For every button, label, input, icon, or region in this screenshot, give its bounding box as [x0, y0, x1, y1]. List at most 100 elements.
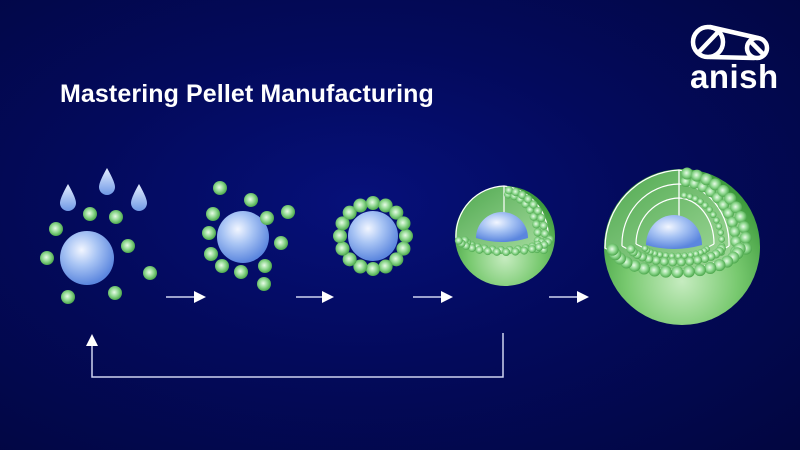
powder-particle: [704, 261, 717, 274]
powder-particle: [709, 211, 717, 219]
powder-particle: [700, 173, 713, 186]
powder-particle: [511, 187, 520, 197]
stage-3-layer: [333, 196, 413, 276]
powder-particle: [529, 200, 538, 209]
powder-particle: [701, 202, 709, 209]
powder-particle: [396, 241, 411, 256]
powder-particle: [454, 236, 463, 245]
powder-particle: [61, 290, 75, 304]
powder-particle: [399, 229, 413, 243]
powder-particle: [537, 213, 546, 223]
powder-particle: [202, 226, 216, 240]
powder-particle: [729, 226, 741, 238]
powder-particle: [378, 198, 393, 213]
powder-particle: [258, 259, 272, 273]
powder-particle: [342, 205, 357, 220]
powder-particle: [693, 264, 706, 277]
powder-particle: [260, 211, 274, 225]
powder-particle: [687, 251, 694, 259]
powder-particle: [737, 221, 750, 234]
powder-particle: [681, 252, 688, 259]
recycle-loop-arrow: [86, 333, 504, 378]
droplet-icon: [99, 168, 115, 195]
powder-particle: [676, 257, 686, 267]
powder-particle: [534, 243, 543, 252]
powder-particle: [342, 252, 357, 267]
powder-particle: [726, 216, 738, 228]
powder-particle: [668, 257, 678, 267]
powder-particle: [244, 193, 258, 207]
powder-particle: [215, 259, 229, 273]
powder-particle: [40, 251, 54, 265]
powder-particle: [730, 201, 743, 214]
powder-particle: [396, 216, 411, 231]
stage-2-adhesion: [202, 181, 295, 291]
powder-particle: [539, 221, 548, 230]
powder-particle: [468, 244, 477, 253]
powder-particle: [366, 262, 380, 276]
powder-particle: [234, 265, 248, 279]
powder-particle: [717, 184, 730, 197]
powder-particle: [335, 216, 350, 231]
powder-particle: [502, 247, 511, 256]
powder-particle: [659, 256, 669, 266]
anish-logo-icon: [690, 24, 770, 61]
powder-particle: [533, 228, 542, 237]
powder-particle: [706, 206, 713, 214]
powder-particle: [697, 198, 704, 205]
powder-particle: [475, 245, 484, 254]
powder-particle: [532, 220, 541, 229]
droplet-icon: [60, 184, 76, 211]
powder-particle: [739, 231, 752, 244]
core-hemisphere: [646, 215, 702, 249]
core-particle: [217, 211, 269, 263]
powder-particle: [682, 265, 695, 278]
powder-particle: [713, 259, 726, 272]
powder-particle: [626, 244, 636, 254]
powder-particle: [648, 264, 661, 277]
powder-particle: [281, 205, 295, 219]
powder-particle: [690, 169, 703, 182]
stage-4-coated-pellet: [454, 185, 555, 286]
powder-particle: [49, 222, 63, 236]
powder-particle: [83, 207, 97, 221]
process-arrows: [86, 291, 589, 378]
powder-particle: [693, 255, 703, 265]
stage-5-multilayer-pellet: [604, 167, 760, 325]
powder-particle: [685, 256, 695, 266]
powder-particle: [540, 229, 550, 238]
powder-particle: [724, 192, 737, 205]
powder-particle: [686, 193, 694, 200]
powder-particle: [528, 245, 537, 254]
powder-particle: [335, 241, 350, 256]
droplet-icon: [131, 184, 147, 211]
core-particle: [60, 231, 114, 285]
powder-particle: [353, 198, 368, 213]
powder-particle: [108, 286, 122, 300]
powder-particle: [483, 247, 492, 256]
powder-particle: [717, 229, 724, 236]
powder-particle: [651, 255, 661, 265]
powder-particle: [492, 247, 501, 256]
powder-particle: [333, 229, 347, 243]
powder-particle: [659, 265, 672, 278]
powder-particle: [715, 222, 723, 230]
powder-particle: [143, 266, 157, 280]
powder-particle: [691, 195, 699, 203]
powder-particle: [389, 205, 404, 220]
powder-particle: [504, 186, 514, 195]
powder-particle: [389, 252, 404, 267]
powder-particle: [520, 246, 529, 255]
powder-particle: [533, 206, 543, 216]
powder-particle: [206, 207, 220, 221]
powder-particle: [366, 196, 380, 210]
logo-wordmark: anish: [690, 58, 779, 95]
powder-particle: [523, 195, 533, 204]
core-hemisphere: [476, 212, 528, 242]
powder-particle: [213, 181, 227, 195]
stage-1-droplets: [40, 168, 157, 304]
powder-particle: [511, 247, 520, 256]
powder-particle: [692, 250, 700, 258]
page-title: Mastering Pellet Manufacturing: [60, 80, 434, 108]
core-particle: [348, 211, 398, 261]
